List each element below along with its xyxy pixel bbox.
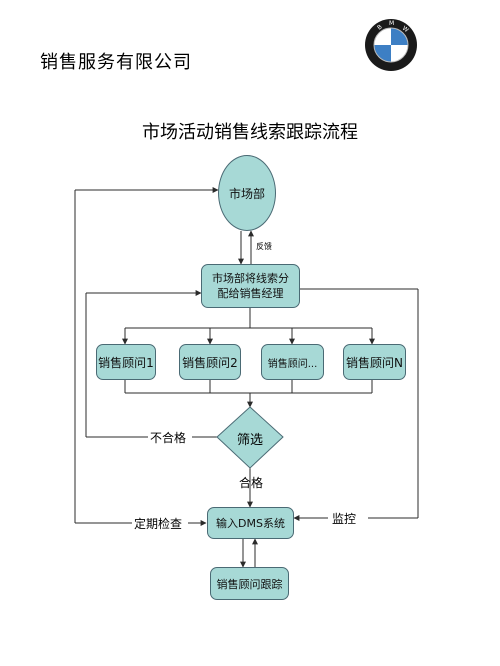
node-market-department-label: 市场部 [228,186,265,201]
bmw-logo-icon: B M W [365,19,417,71]
node-consultant-tracking: 销售顾问跟踪 [210,567,289,600]
screen-diamond [216,406,284,469]
edge-label-feedback: 反馈 [256,242,272,251]
node-assign-leads: 市场部将线索分配给销售经理 [201,264,300,308]
node-consultant-2: 销售顾问2 [179,344,241,380]
edge-label-periodic-check: 定期检查 [134,517,183,531]
node-assign-leads-label: 市场部将线索分配给销售经理 [212,272,289,300]
node-market-department: 市场部 [218,155,276,231]
company-name: 销售服务有限公司 [40,52,192,73]
diagram-title: 市场活动销售线索跟踪流程 [142,122,358,143]
node-consultant-dots: 销售顾问... [261,344,324,380]
node-consultant-dots-label: 销售顾问... [267,358,318,370]
node-consultant-1-label: 销售顾问1 [98,355,154,370]
svg-text:M: M [389,20,394,27]
edge-label-monitor: 监控 [332,512,357,526]
node-consultant-2-label: 销售顾问2 [182,355,238,370]
node-screen-label: 筛选 [237,433,264,448]
edge-label-unqualified: 不合格 [150,431,187,445]
svg-text:B: B [376,24,383,32]
node-dms-input-label: 输入DMS系统 [216,517,285,530]
svg-text:W: W [401,25,410,34]
node-consultant-n: 销售顾问N [343,344,406,380]
node-consultant-n-label: 销售顾问N [346,355,403,370]
node-consultant-tracking-label: 销售顾问跟踪 [216,577,283,591]
edge-label-qualified: 合格 [239,476,264,490]
node-dms-input: 输入DMS系统 [207,507,294,539]
node-consultant-1: 销售顾问1 [96,344,156,380]
